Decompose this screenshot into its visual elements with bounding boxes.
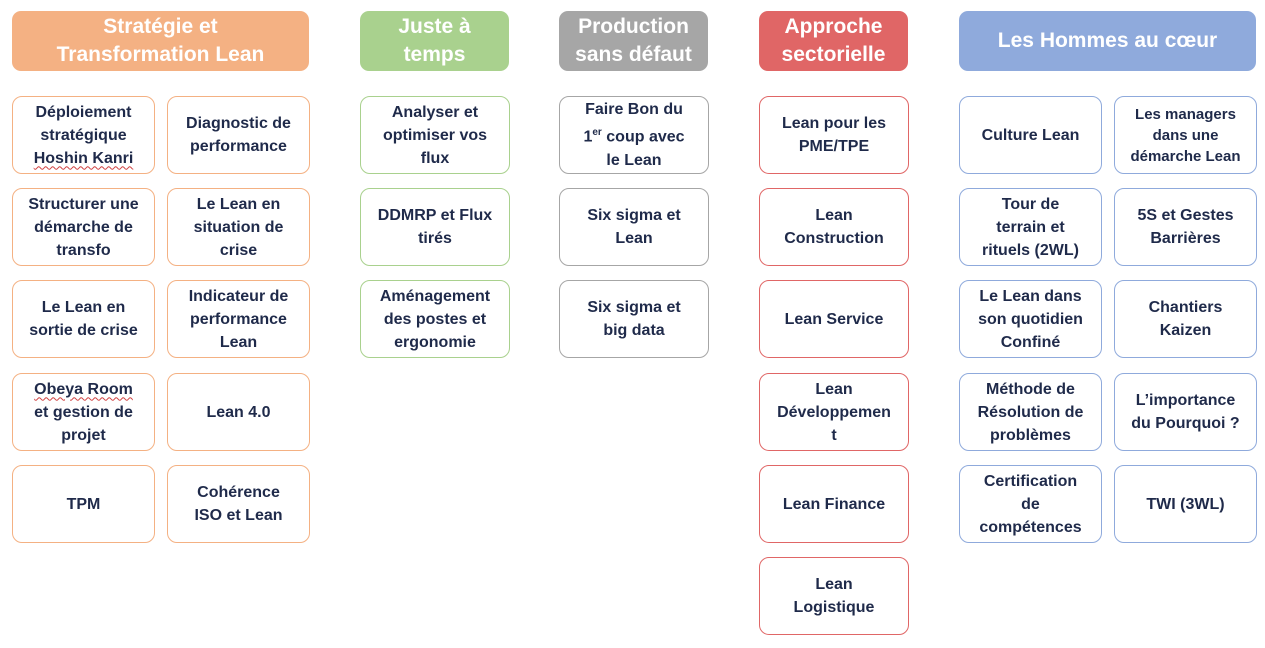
header-approche: Approche sectorielle xyxy=(759,11,908,71)
card-faire-bon[interactable]: Faire Bon du 1er coup avec le Lean xyxy=(559,96,709,174)
card-faire-bon-num: 1 xyxy=(583,128,593,146)
card-label: Indicateur de performance Lean xyxy=(188,287,289,351)
card-methode-resolution[interactable]: Méthode de Résolution de problèmes xyxy=(959,373,1102,451)
card-lean-construction[interactable]: Lean Construction xyxy=(759,188,909,266)
card-obeya-first: Obeya Room xyxy=(34,380,133,398)
card-six-sigma-lean[interactable]: Six sigma et Lean xyxy=(559,188,709,266)
card-tour-terrain[interactable]: Tour de terrain et rituels (2WL) xyxy=(959,188,1102,266)
card-label: Méthode de Résolution de problèmes xyxy=(977,380,1084,444)
card-label: Chantiers Kaizen xyxy=(1148,299,1223,339)
card-label: 5S et Gestes Barrières xyxy=(1137,207,1234,247)
card-label: Lean Service xyxy=(784,310,884,328)
card-lean-4-0[interactable]: Lean 4.0 xyxy=(167,373,310,451)
card-importance-pourquoi[interactable]: L’importance du Pourquoi ? xyxy=(1114,373,1257,451)
card-lean-service[interactable]: Lean Service xyxy=(759,280,909,358)
header-juste-label: Juste à temps xyxy=(398,15,471,66)
card-lean-logistique[interactable]: Lean Logistique xyxy=(759,557,909,635)
card-label: Le Lean en sortie de crise xyxy=(29,299,138,339)
card-lean-developpement[interactable]: Lean Développemen t xyxy=(759,373,909,451)
card-chantiers-kaizen[interactable]: Chantiers Kaizen xyxy=(1114,280,1257,358)
card-label: Structurer une démarche de transfo xyxy=(28,195,139,259)
header-production-label: Production sans défaut xyxy=(575,15,692,66)
card-faire-bon-line1: Faire Bon du xyxy=(585,101,683,119)
card-certification[interactable]: Certification de compétences xyxy=(959,465,1102,543)
card-label: TWI (3WL) xyxy=(1146,495,1225,513)
card-label: TPM xyxy=(66,495,101,513)
card-faire-bon-rest: coup avec xyxy=(601,128,685,146)
card-lean-quotidien[interactable]: Le Lean dans son quotidien Confiné xyxy=(959,280,1102,358)
header-approche-label: Approche sectorielle xyxy=(781,15,886,66)
card-label: Lean 4.0 xyxy=(206,403,271,421)
card-label: Le Lean dans son quotidien Confiné xyxy=(978,287,1083,351)
card-lean-pme[interactable]: Lean pour les PME/TPE xyxy=(759,96,909,174)
card-structurer-demarche[interactable]: Structurer une démarche de transfo xyxy=(12,188,155,266)
card-faire-bon-sup: er xyxy=(592,127,602,139)
card-label: Lean Logistique xyxy=(793,576,875,616)
card-managers-demarche[interactable]: Les managers dans une démarche Lean xyxy=(1114,96,1257,174)
card-label: Diagnostic de performance xyxy=(186,115,291,155)
card-deploiement-hoshin: Hoshin Kanri xyxy=(33,149,134,167)
card-faire-bon-text: Faire Bon du 1er coup avec le Lean xyxy=(583,98,684,171)
card-amenagement-postes[interactable]: Aménagement des postes et ergonomie xyxy=(360,280,510,358)
header-juste-a-temps: Juste à temps xyxy=(360,11,509,71)
card-5s-gestes[interactable]: 5S et Gestes Barrières xyxy=(1114,188,1257,266)
card-label: Tour de terrain et rituels (2WL) xyxy=(982,195,1079,259)
card-ddmrp[interactable]: DDMRP et Flux tirés xyxy=(360,188,510,266)
card-lean-situation-crise[interactable]: Le Lean en situation de crise xyxy=(167,188,310,266)
card-six-sigma-big-data[interactable]: Six sigma et big data xyxy=(559,280,709,358)
card-label: Aménagement des postes et ergonomie xyxy=(379,287,491,351)
header-strategie: Stratégie et Transformation Lean xyxy=(12,11,309,71)
card-deploiement-strategique[interactable]: Déploiement stratégique Hoshin Kanri xyxy=(12,96,155,174)
card-label: Analyser et optimiser vos flux xyxy=(382,103,488,167)
card-label: Culture Lean xyxy=(981,126,1080,144)
card-label: et gestion de projet xyxy=(34,403,133,444)
card-deploiement-label: Déploiement stratégique xyxy=(35,103,132,144)
card-label: Six sigma et Lean xyxy=(587,207,681,247)
card-label: L’importance du Pourquoi ? xyxy=(1131,392,1240,432)
header-strategie-label: Stratégie et Transformation Lean xyxy=(56,15,265,66)
card-label: Lean Finance xyxy=(782,495,886,513)
card-faire-bon-line3: le Lean xyxy=(606,151,662,169)
card-label: Lean Développemen t xyxy=(777,380,891,444)
card-label: Le Lean en situation de crise xyxy=(193,195,284,259)
card-lean-finance[interactable]: Lean Finance xyxy=(759,465,909,543)
card-label: Lean pour les PME/TPE xyxy=(781,115,887,155)
card-deploiement-text: Déploiement stratégique Hoshin Kanri xyxy=(34,101,134,170)
header-hommes: Les Hommes au cœur xyxy=(959,11,1256,71)
header-hommes-label: Les Hommes au cœur xyxy=(997,29,1218,52)
card-label: Cohérence ISO et Lean xyxy=(194,484,283,524)
card-label: DDMRP et Flux tirés xyxy=(377,207,493,247)
card-twi[interactable]: TWI (3WL) xyxy=(1114,465,1257,543)
card-label: Lean Construction xyxy=(784,207,884,247)
card-label: Les managers dans une démarche Lean xyxy=(1130,105,1241,165)
card-lean-sortie-crise[interactable]: Le Lean en sortie de crise xyxy=(12,280,155,358)
card-label: Six sigma et big data xyxy=(587,299,681,339)
card-coherence-iso[interactable]: Cohérence ISO et Lean xyxy=(167,465,310,543)
card-tpm[interactable]: TPM xyxy=(12,465,155,543)
card-diagnostic-performance[interactable]: Diagnostic de performance xyxy=(167,96,310,174)
card-label: Certification de compétences xyxy=(979,472,1082,536)
card-analyser-flux[interactable]: Analyser et optimiser vos flux xyxy=(360,96,510,174)
header-production: Production sans défaut xyxy=(559,11,708,71)
card-obeya-text: Obeya Room et gestion de projet xyxy=(34,378,133,447)
card-culture-lean[interactable]: Culture Lean xyxy=(959,96,1102,174)
card-obeya-room[interactable]: Obeya Room et gestion de projet xyxy=(12,373,155,451)
card-indicateur-performance[interactable]: Indicateur de performance Lean xyxy=(167,280,310,358)
